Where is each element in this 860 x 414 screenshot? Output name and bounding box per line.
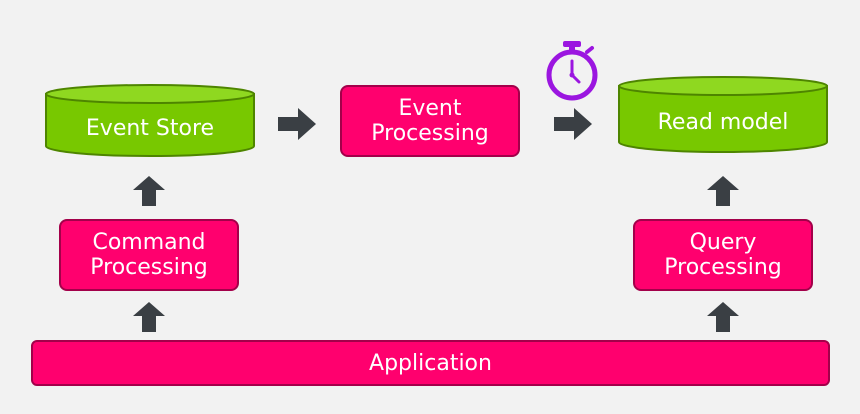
application-label: Application bbox=[369, 350, 492, 376]
event-processing-box: Event Processing bbox=[340, 85, 520, 157]
event-store-cylinder: Event Store bbox=[44, 84, 256, 160]
read-model-label: Read model bbox=[657, 110, 789, 135]
arrow-icon bbox=[278, 108, 316, 140]
event-store-label: Event Store bbox=[85, 116, 215, 141]
event-processing-label: Event Processing bbox=[371, 96, 489, 146]
database-icon bbox=[45, 84, 255, 157]
database-icon bbox=[618, 76, 828, 153]
arrow-icon bbox=[707, 302, 739, 332]
stopwatch-icon bbox=[546, 41, 598, 101]
command-processing-label: Command Processing bbox=[90, 230, 208, 280]
read-model-cylinder: Read model bbox=[617, 76, 829, 156]
arrow-icon bbox=[707, 176, 739, 206]
query-processing-label: Query Processing bbox=[664, 230, 782, 280]
arrow-icon bbox=[554, 108, 592, 140]
query-processing-box: Query Processing bbox=[633, 219, 813, 291]
application-bar: Application bbox=[31, 340, 830, 386]
arrow-icon bbox=[133, 302, 165, 332]
command-processing-box: Command Processing bbox=[59, 219, 239, 291]
arrow-icon bbox=[133, 176, 165, 206]
